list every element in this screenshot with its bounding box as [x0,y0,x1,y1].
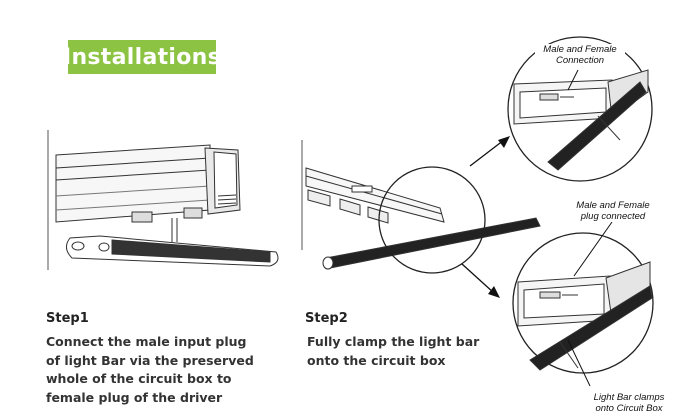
detail-circle-connection [507,36,653,182]
step2-illustration [301,136,541,298]
step1-description: Connect the male input plug of light Bar… [46,334,254,405]
callout-plug-connected: Male and Female plug connected [568,200,658,222]
step2-description: Fully clamp the light bar onto the circu… [307,334,480,368]
callout-clamps: Light Bar clamps onto Circuit Box [584,392,674,414]
section-title: Installations [63,40,221,74]
step1-illustration [47,130,279,270]
step1-heading: Step1 [46,311,89,326]
detail-circle-clamped [512,69,654,387]
step2-heading: Step2 [305,311,348,326]
callout-connection: Male and Female Connection [535,44,625,66]
